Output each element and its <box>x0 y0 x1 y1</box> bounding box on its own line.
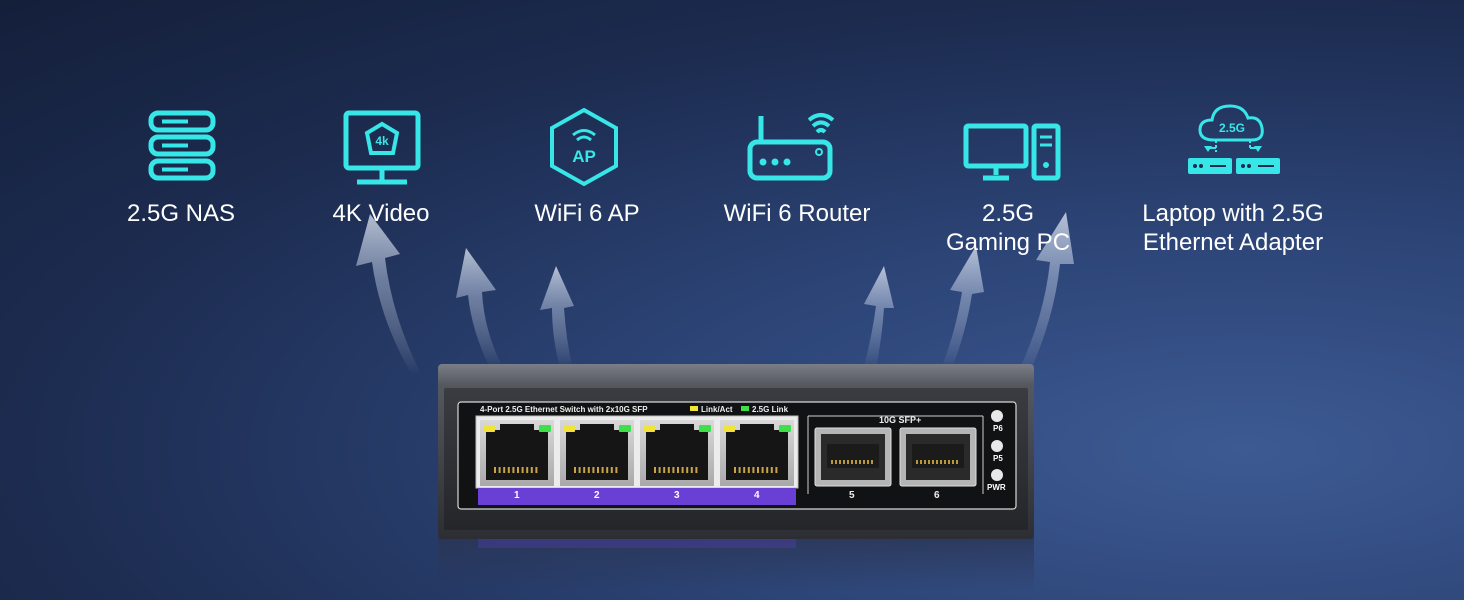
rj45-port[interactable] <box>640 420 714 486</box>
device-label-4k-video: 4K Video <box>332 200 430 227</box>
device-label-router: WiFi 6 Router <box>723 200 871 227</box>
device-label-laptop: Laptop with 2.5G Ethernet Adapter <box>1142 200 1324 256</box>
ap-badge: AP <box>572 147 596 166</box>
device-label-nas: 2.5G NAS <box>126 200 236 227</box>
port-number: 3 <box>674 490 680 501</box>
arrow-shape <box>942 246 984 368</box>
arrow-shape <box>864 266 894 368</box>
monitor-4k-icon: 4k <box>343 110 421 185</box>
sfp-title: 10G SFP+ <box>879 415 922 425</box>
sfp-port[interactable] <box>899 427 977 487</box>
rj45-port[interactable] <box>720 420 794 486</box>
legend-link-act: Link/Act <box>701 405 733 414</box>
cloud-network-icon: 2.5G <box>1188 104 1280 174</box>
nas-server-icon <box>148 110 216 181</box>
rj45-port[interactable] <box>560 420 634 486</box>
router-icon <box>747 113 835 181</box>
port-number: 4 <box>754 490 760 501</box>
switch-reflection <box>438 532 1034 592</box>
device-label-wifi-ap: WiFi 6 AP <box>534 200 640 227</box>
arrow-shape <box>356 214 420 375</box>
device-label-gaming-pc: 2.5G Gaming PC <box>945 200 1071 256</box>
legend-link-25g: 2.5G Link <box>752 405 789 414</box>
port-number: 1 <box>514 490 520 501</box>
arrow-shape <box>540 266 574 368</box>
monitor-badge: 4k <box>375 134 389 148</box>
led-label-p6: P6 <box>993 424 1003 433</box>
sfp-port[interactable] <box>814 427 892 487</box>
switch-title: 4-Port 2.5G Ethernet Switch with 2x10G S… <box>480 405 648 414</box>
rj45-port[interactable] <box>480 420 554 486</box>
sfp-port-number: 5 <box>849 490 855 501</box>
access-point-icon: AP <box>550 107 618 187</box>
led-label-p5: P5 <box>993 454 1003 463</box>
sfp-port-number: 6 <box>934 490 940 501</box>
arrow-shape <box>456 248 502 368</box>
desktop-pc-icon <box>963 123 1061 181</box>
cloud-badge: 2.5G <box>1219 121 1245 135</box>
rj45-port-group <box>480 420 977 487</box>
arrow-shape <box>1018 212 1074 376</box>
ethernet-switch: 4-Port 2.5G Ethernet Switch with 2x10G S… <box>438 364 1034 539</box>
port-number: 2 <box>594 490 600 501</box>
led-label-pwr: PWR <box>987 483 1006 492</box>
